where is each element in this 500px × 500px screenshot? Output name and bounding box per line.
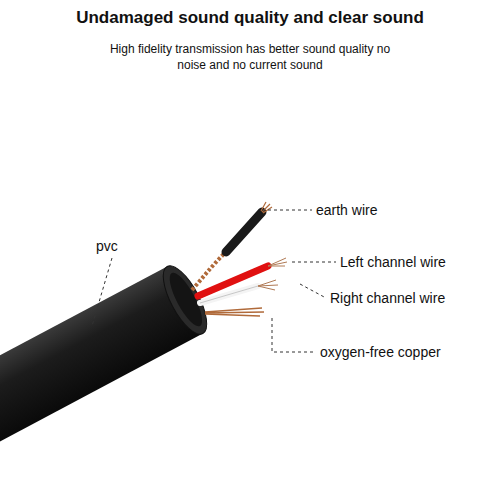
part-label: earth wire <box>316 202 377 218</box>
part-label: Left channel wire <box>340 254 446 270</box>
right-wire-strands <box>258 280 278 290</box>
earth-wire-sleeve <box>226 212 262 252</box>
subtitle: High fidelity transmission has better so… <box>95 42 405 73</box>
leader-lines <box>92 210 336 352</box>
right-wire-edge <box>200 286 258 303</box>
left-wire-strands <box>268 258 287 266</box>
part-label: pvc <box>96 238 118 254</box>
right-channel-wire <box>200 286 258 303</box>
pvc-jacket <box>0 260 215 477</box>
earth-wire-strands <box>261 202 272 213</box>
copper-strands <box>205 308 264 316</box>
part-label: Right channel wire <box>330 290 445 306</box>
heading: Undamaged sound quality and clear sound <box>0 8 500 28</box>
part-label: oxygen-free copper <box>320 344 441 360</box>
